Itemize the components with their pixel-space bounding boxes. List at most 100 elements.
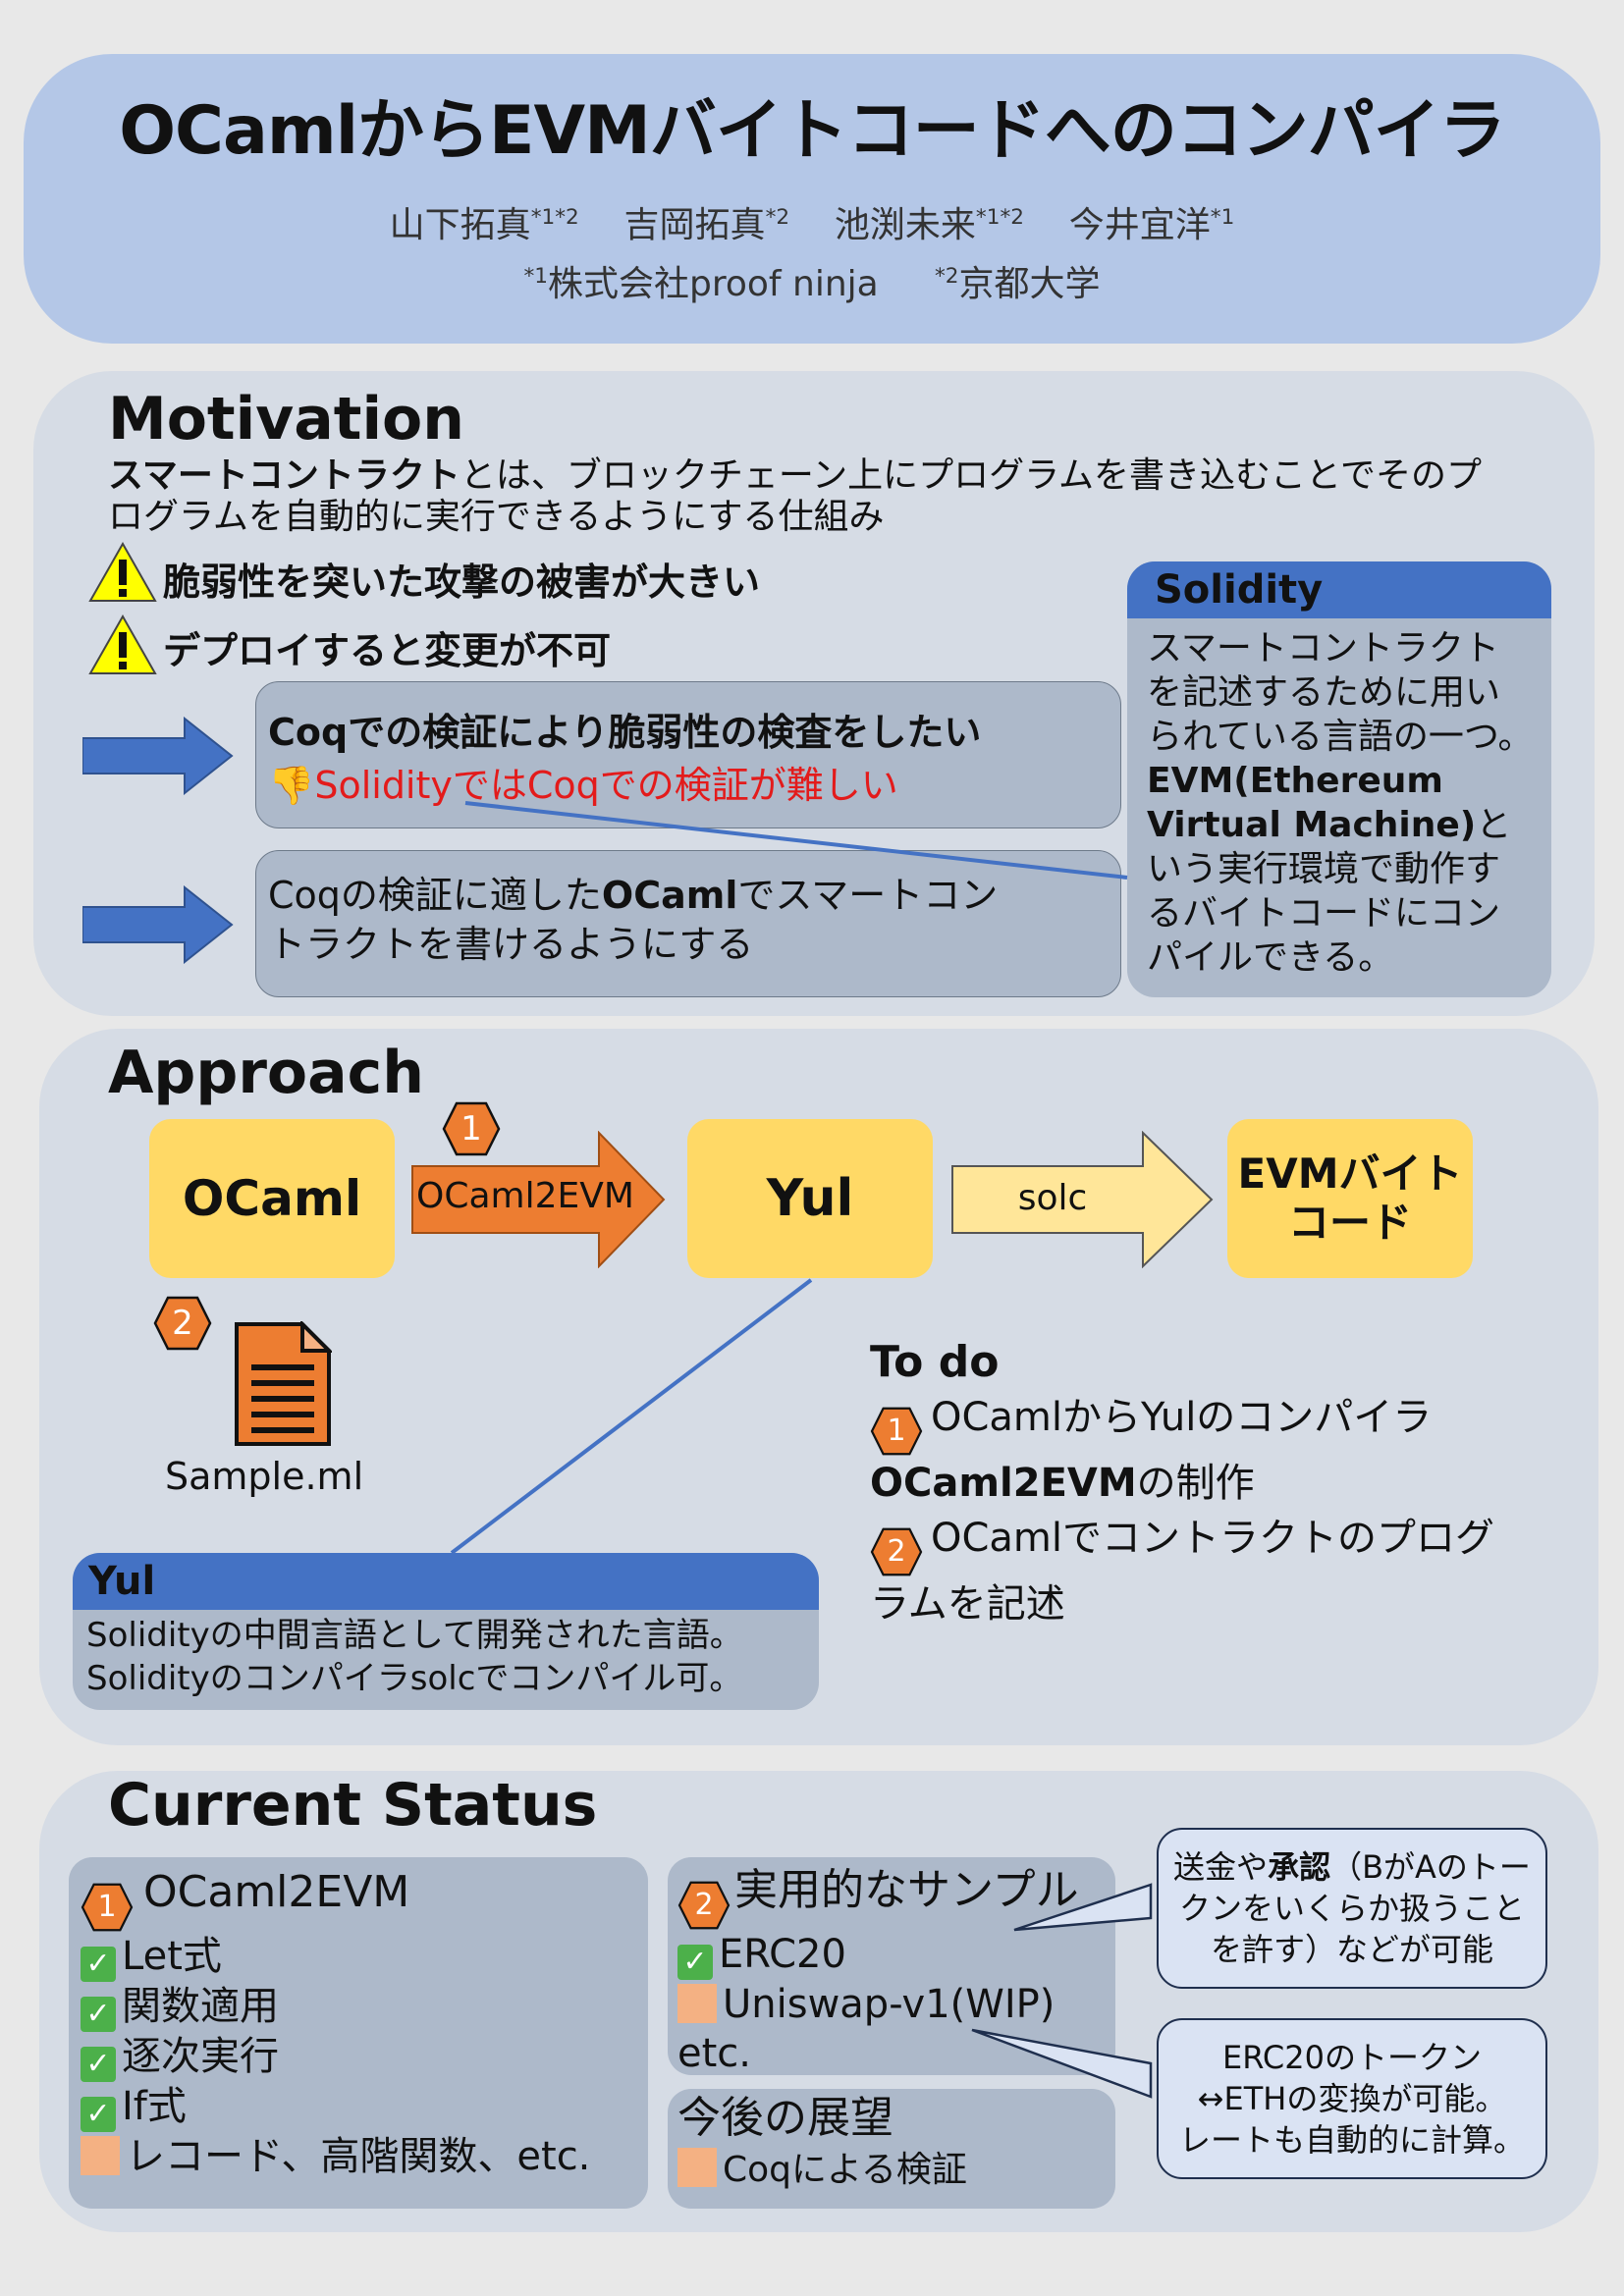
callout-text: ↔ETHの変換が可能。 [1197,2080,1507,2117]
todo-text: の制作 [1136,1461,1255,1506]
ocaml2evm-label: OCaml2EVM [416,1176,634,1216]
author-name: 池渕未来 [834,205,976,245]
file-name: Sample.ml [165,1455,364,1498]
todo-text: ラムを記述 [870,1581,1065,1627]
step-2-badge: 2 [870,1527,923,1576]
status-title: Current Status [108,1771,598,1840]
callout-exchange: ERC20のトークン ↔ETHの変換が可能。 レートも自動的に計算。 [1157,2018,1547,2179]
evm-bytecode-node: EVMバイト コード [1227,1119,1473,1278]
solidity-line: スマートコントラクト [1147,628,1499,668]
callout-text: ERC20のトークン [1222,2039,1482,2076]
callout-text: 送金や [1173,1848,1269,1886]
yul-info-header: Yul [73,1553,819,1610]
right-arrow-icon [82,717,234,795]
status-heading: 今後の展望 [677,2093,893,2143]
status-compiler-list: 1 OCaml2EVM ✓Let式 ✓関数適用 ✓逐次実行 ✓If式 レコード、… [81,1865,590,2181]
ocaml-node: OCaml [149,1119,395,1278]
affiliation-list: *1株式会社proof ninja *2京都大学 [24,255,1600,306]
checkbox-checked-icon: ✓ [677,1945,713,1980]
pending-square-icon [677,1984,717,2023]
goal-problem: 👎SolidityではCoqでの検証が難しい [268,755,898,809]
author-affiliation-mark: *2 [765,205,790,230]
solidity-line: パイルできる。 [1147,937,1394,978]
warning-text-1: 脆弱性を突いた攻撃の被害が大きい [163,561,761,604]
step-2-badge: 2 [153,1296,212,1351]
todo-list: To do 1 OCamlからYulのコンパイラ OCaml2EVMの制作 2 … [870,1335,1494,1631]
status-future-box: 今後の展望 Coqによる検証 [668,2089,1115,2209]
solution-text-line2: トラクトを書けるようにする [268,923,754,966]
status-done-item: 逐次実行 [122,2034,279,2079]
todo-title: To do [870,1337,1000,1387]
checkbox-checked-icon: ✓ [81,2097,116,2132]
goal-title: Coqでの検証により脆弱性の検査をしたい [268,711,982,754]
pending-square-icon [677,2148,717,2187]
checkbox-checked-icon: ✓ [81,2047,116,2082]
yul-info-body: Solidityの中間言語として開発された言語。 Solidityのコンパイラs… [73,1610,819,1700]
solc-arrow [951,1131,1214,1268]
thumbs-down-icon: 👎 [268,764,315,807]
solution-bold: OCaml [601,874,738,917]
intro-text-line2: ログラムを自動的に実行できるようにする仕組み [108,497,885,537]
warning-icon [88,542,157,602]
yul-info-line: Solidityの中間言語として開発された言語。 [86,1616,743,1655]
step-1-badge: 1 [81,1883,134,1932]
author-list: 山下拓真*1*2 吉岡拓真*2 池渕未来*1*2 今井宜洋*1 [24,196,1600,247]
callout-pointers [971,1883,1153,2099]
step-number: 2 [887,1534,906,1569]
status-sample-list: 2 実用的なサンプル ✓ERC20 Uniswap-v1(WIP) etc. [677,1863,1079,2078]
status-pending-item: Uniswap-v1(WIP) [723,1982,1056,2027]
solidity-line: と [1476,805,1512,845]
status-future-list: 今後の展望 Coqによる検証 [677,2091,967,2195]
todo-item-2: 2 OCamlでコントラクトのプログ [870,1511,1494,1576]
affiliation-mark: *2 [934,264,959,289]
yul-info-box: Yul Solidityの中間言語として開発された言語。 Solidityのコン… [73,1553,819,1710]
solution-text: Coqの検証に適したOCamlでスマートコン トラクトを書けるようにする [268,871,998,969]
author-name: 今井宜洋 [1068,205,1211,245]
poster-title: OCamlからEVMバイトコードへのコンパイラ [119,92,1506,170]
callout-bold: 承認 [1268,1848,1331,1886]
callout-approve: 送金や承認（BがAのトー クンをいくらか扱うこと を許す）などが可能 [1157,1828,1547,1989]
warning-icon [88,614,157,674]
author-affiliation-mark: *1*2 [975,205,1024,230]
author-name: 吉岡拓真 [623,205,766,245]
callout-text: クンをいくらか扱うこと [1178,1890,1525,1927]
right-arrow-icon [82,885,234,964]
step-number: 1 [97,1890,117,1924]
intro-text: とは、ブロックチェーン上にプログラムを書き込むことでそのプ [460,455,1482,496]
author-affiliation-mark: *1 [1210,205,1235,230]
todo-text: OCamlでコントラクトのプログ [931,1516,1495,1561]
author-affiliation-mark: *1*2 [530,205,579,230]
warning-text-2: デプロイすると変更が不可 [163,629,612,672]
status-compiler-box: 1 OCaml2EVM ✓Let式 ✓関数適用 ✓逐次実行 ✓If式 レコード、… [69,1857,648,2209]
step-number: 1 [887,1414,906,1448]
step-number: 2 [694,1888,714,1922]
evm-label-line: EVMバイト [1237,1149,1463,1198]
todo-bold: OCaml2EVM [870,1461,1137,1506]
step-number: 2 [172,1304,193,1343]
motivation-section: Motivation スマートコントラクトとは、ブロックチェーン上にプログラムを… [33,371,1595,1016]
solidity-header: Solidity [1127,561,1551,618]
step-1-badge: 1 [870,1407,923,1456]
goal-problem-text: SolidityではCoqでの検証が難しい [314,764,898,807]
solc-label: solc [1017,1178,1088,1218]
affiliation-name: 株式会社proof ninja [548,264,879,304]
solidity-line: いう実行環境で動作す [1147,849,1501,889]
solution-box: Coqの検証に適したOCamlでスマートコン トラクトを書けるようにする [255,850,1121,997]
intro-bold-term: スマートコントラクト [108,455,460,496]
approach-section: Approach OCaml 1 OCaml2EVM Yul solc EVMバ… [39,1029,1598,1745]
solidity-line: られている言語の一つ。 [1147,717,1534,757]
status-done-item: Let式 [122,1934,222,1979]
author-name: 山下拓真 [389,205,531,245]
callout-text: （BがAのトー [1330,1848,1531,1886]
solidity-line: を記述するために用い [1147,672,1501,713]
solidity-line: るバイトコードにコン [1147,893,1501,934]
status-done-item: ERC20 [719,1932,846,1977]
status-etc: etc. [677,2031,751,2076]
callout-text: レートも自動的に計算。 [1178,2121,1525,2159]
goal-box: Coqでの検証により脆弱性の検査をしたい 👎SolidityではCoqでの検証が… [255,681,1121,828]
status-section: Current Status 1 OCaml2EVM ✓Let式 ✓関数適用 ✓… [39,1771,1598,2232]
yul-node: Yul [687,1119,933,1278]
motivation-title: Motivation [108,385,464,454]
solution-text-post: でスマートコン [737,874,999,917]
affiliation-mark: *1 [523,264,549,289]
